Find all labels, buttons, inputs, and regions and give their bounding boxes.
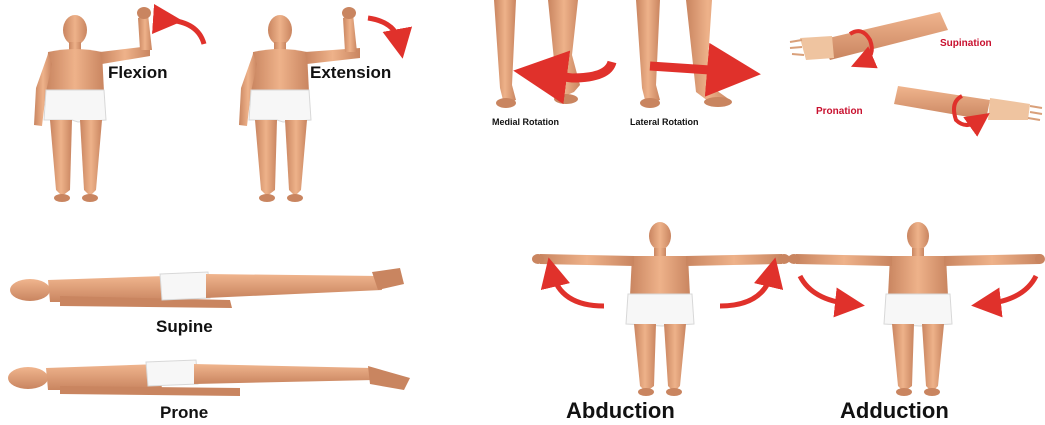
- flexion-arrow: [168, 20, 204, 44]
- medial-rotation-figure: Medial Rotation: [492, 0, 612, 127]
- flexion-figure: Flexion: [34, 7, 204, 202]
- pronation-label: Pronation: [816, 106, 863, 117]
- adduction-left-arrow: [800, 276, 850, 304]
- supine-figure: Supine: [10, 268, 404, 336]
- abduction-figure: Abduction: [532, 222, 790, 423]
- prone-figure: Prone: [8, 360, 410, 422]
- supination-label: Supination: [940, 38, 992, 49]
- prone-label: Prone: [160, 403, 208, 422]
- lateral-rotation-label: Lateral Rotation: [630, 117, 699, 127]
- medial-rotation-label: Medial Rotation: [492, 117, 559, 127]
- supine-label: Supine: [156, 317, 213, 336]
- extension-label: Extension: [310, 63, 391, 82]
- abduction-right-arrow: [720, 272, 772, 306]
- flexion-label: Flexion: [108, 63, 168, 82]
- adduction-figure: Adduction: [788, 222, 1045, 423]
- adduction-label: Adduction: [840, 398, 949, 423]
- lateral-rotation-figure: Lateral Rotation: [630, 0, 734, 127]
- abduction-left-arrow: [552, 272, 604, 306]
- extension-figure: Extension: [239, 7, 400, 202]
- lateral-rotation-arrow: [650, 66, 734, 72]
- extension-arrow: [368, 18, 400, 44]
- adduction-right-arrow: [986, 276, 1036, 304]
- pronation-figure: Pronation: [816, 86, 1042, 125]
- supination-figure: Supination: [790, 12, 992, 62]
- abduction-label: Abduction: [566, 398, 675, 423]
